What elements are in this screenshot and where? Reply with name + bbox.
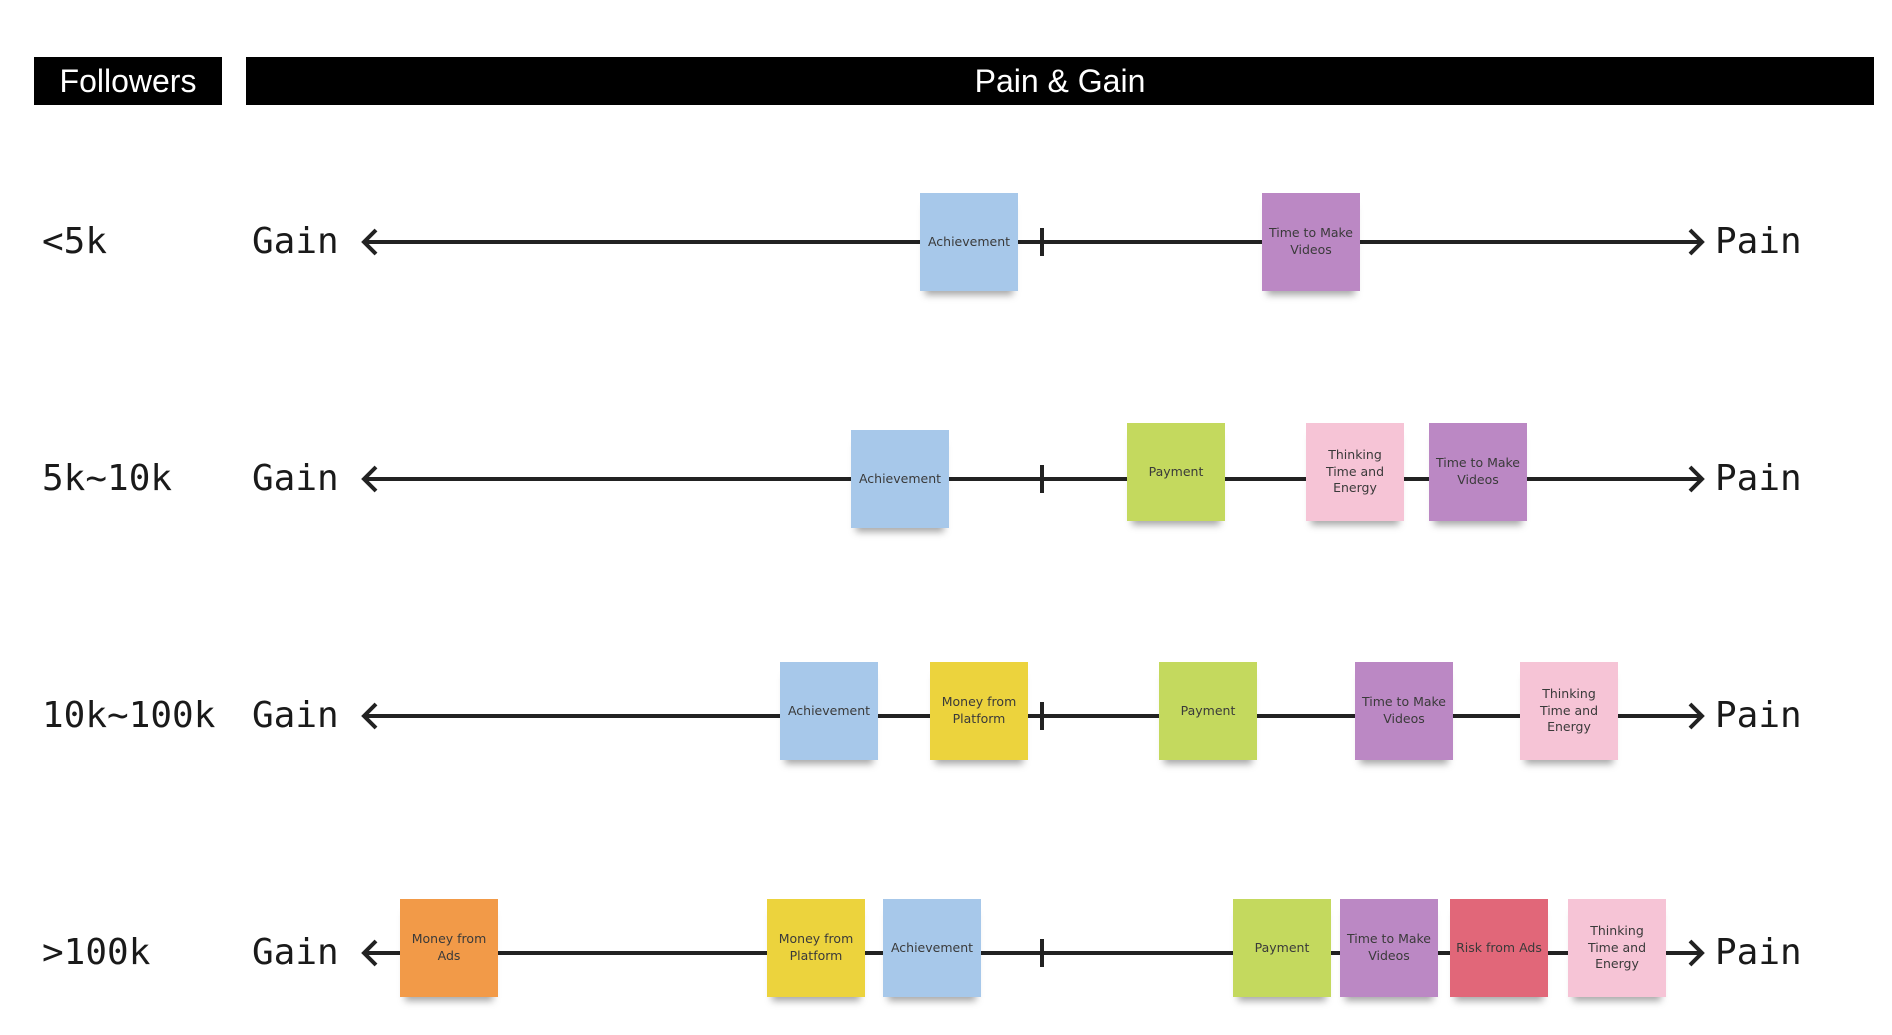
pain-label: Pain [1715, 695, 1802, 736]
followers-header: Followers [34, 57, 222, 105]
gain-label: Gain [252, 932, 339, 973]
sticky-note-achievement[interactable]: Achievement [851, 430, 949, 528]
sticky-note-money-from-platform[interactable]: Money from Platform [767, 899, 865, 997]
sticky-note-thinking-time-and-energy[interactable]: Thinking Time and Energy [1520, 662, 1618, 760]
pain-label: Pain [1715, 221, 1802, 262]
pain-gain-header: Pain & Gain [246, 57, 1874, 105]
row-under-5k: <5k Gain Pain Achievement Time to Make V… [0, 193, 1892, 291]
gain-label: Gain [252, 695, 339, 736]
sticky-note-money-from-ads[interactable]: Money from Ads [400, 899, 498, 997]
pain-label: Pain [1715, 458, 1802, 499]
sticky-note-payment[interactable]: Payment [1127, 423, 1225, 521]
pain-label: Pain [1715, 932, 1802, 973]
row-label: 10k~100k [42, 695, 216, 736]
sticky-note-payment[interactable]: Payment [1233, 899, 1331, 997]
sticky-note-payment[interactable]: Payment [1159, 662, 1257, 760]
gain-label: Gain [252, 221, 339, 262]
sticky-note-time-to-make-videos[interactable]: Time to Make Videos [1355, 662, 1453, 760]
sticky-note-achievement[interactable]: Achievement [780, 662, 878, 760]
row-10k-100k: 10k~100k Gain Pain Achievement Money fro… [0, 662, 1892, 760]
row-over-100k: >100k Gain Pain Money from Ads Money fro… [0, 899, 1892, 997]
scale-axis [361, 702, 1705, 730]
scale-axis [361, 228, 1705, 256]
row-label: 5k~10k [42, 458, 173, 499]
sticky-note-achievement[interactable]: Achievement [920, 193, 1018, 291]
sticky-note-time-to-make-videos[interactable]: Time to Make Videos [1429, 423, 1527, 521]
sticky-note-thinking-time-and-energy[interactable]: Thinking Time and Energy [1568, 899, 1666, 997]
sticky-note-risk-from-ads[interactable]: Risk from Ads [1450, 899, 1548, 997]
sticky-note-achievement[interactable]: Achievement [883, 899, 981, 997]
sticky-note-time-to-make-videos[interactable]: Time to Make Videos [1340, 899, 1438, 997]
sticky-note-time-to-make-videos[interactable]: Time to Make Videos [1262, 193, 1360, 291]
row-5k-10k: 5k~10k Gain Pain Achievement Payment Thi… [0, 423, 1892, 528]
gain-label: Gain [252, 458, 339, 499]
row-label: <5k [42, 221, 108, 262]
sticky-note-thinking-time-and-energy[interactable]: Thinking Time and Energy [1306, 423, 1404, 521]
row-label: >100k [42, 932, 151, 973]
sticky-note-money-from-platform[interactable]: Money from Platform [930, 662, 1028, 760]
